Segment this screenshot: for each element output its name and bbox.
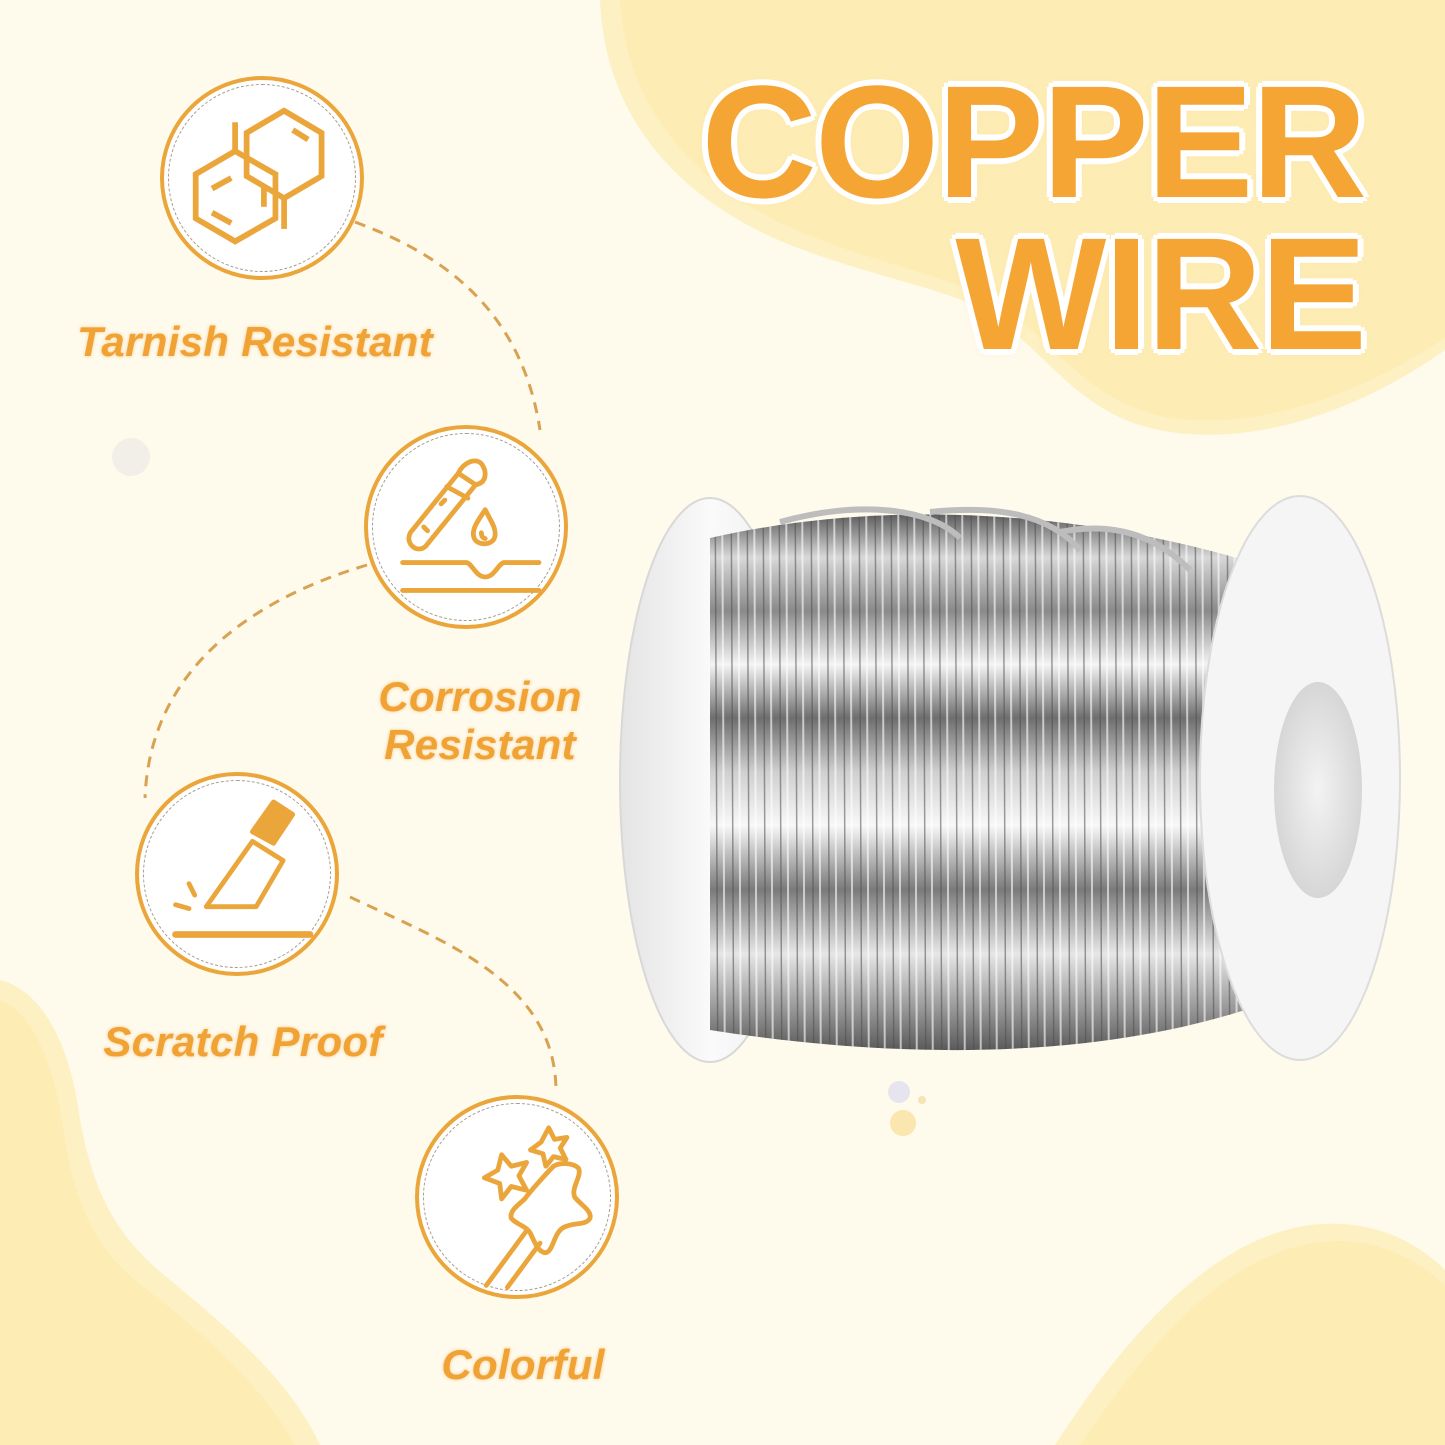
feature-label-colorful: Colorful (441, 1341, 605, 1388)
feature-corrosion-resistant-badge (364, 425, 568, 629)
title-line-1: COPPER (701, 52, 1367, 231)
wire-coil (710, 506, 1260, 1051)
decorative-dot (918, 1096, 926, 1104)
feature-label-tarnish-resistant: Tarnish Resistant (77, 318, 433, 365)
decorative-dot (112, 438, 150, 476)
feature-colorful-badge (415, 1095, 619, 1299)
test-tube-drop-icon (400, 458, 542, 593)
feature-scratch-proof-badge (135, 772, 339, 976)
product-title: COPPER WIRE (701, 52, 1367, 383)
feature-label-scratch-proof: Scratch Proof (103, 1018, 383, 1065)
feature-label-corrosion-resistant: Corrosion Resistant (330, 673, 630, 769)
wire-spool-image (619, 495, 1401, 1063)
feature-label-line-1: Corrosion (378, 673, 582, 720)
decorative-dot (888, 1081, 910, 1103)
star-wand-icon (481, 1125, 593, 1290)
decorative-dot (890, 1110, 916, 1136)
molecule-icon (192, 107, 325, 245)
connector-lines (143, 220, 558, 1091)
feature-label-line-2: Resistant (384, 721, 576, 768)
title-line-2: WIRE (955, 204, 1367, 383)
knife-scratch-icon (172, 799, 314, 938)
spool-center-hole (1274, 682, 1362, 898)
feature-tarnish-resistant-badge (160, 76, 364, 280)
